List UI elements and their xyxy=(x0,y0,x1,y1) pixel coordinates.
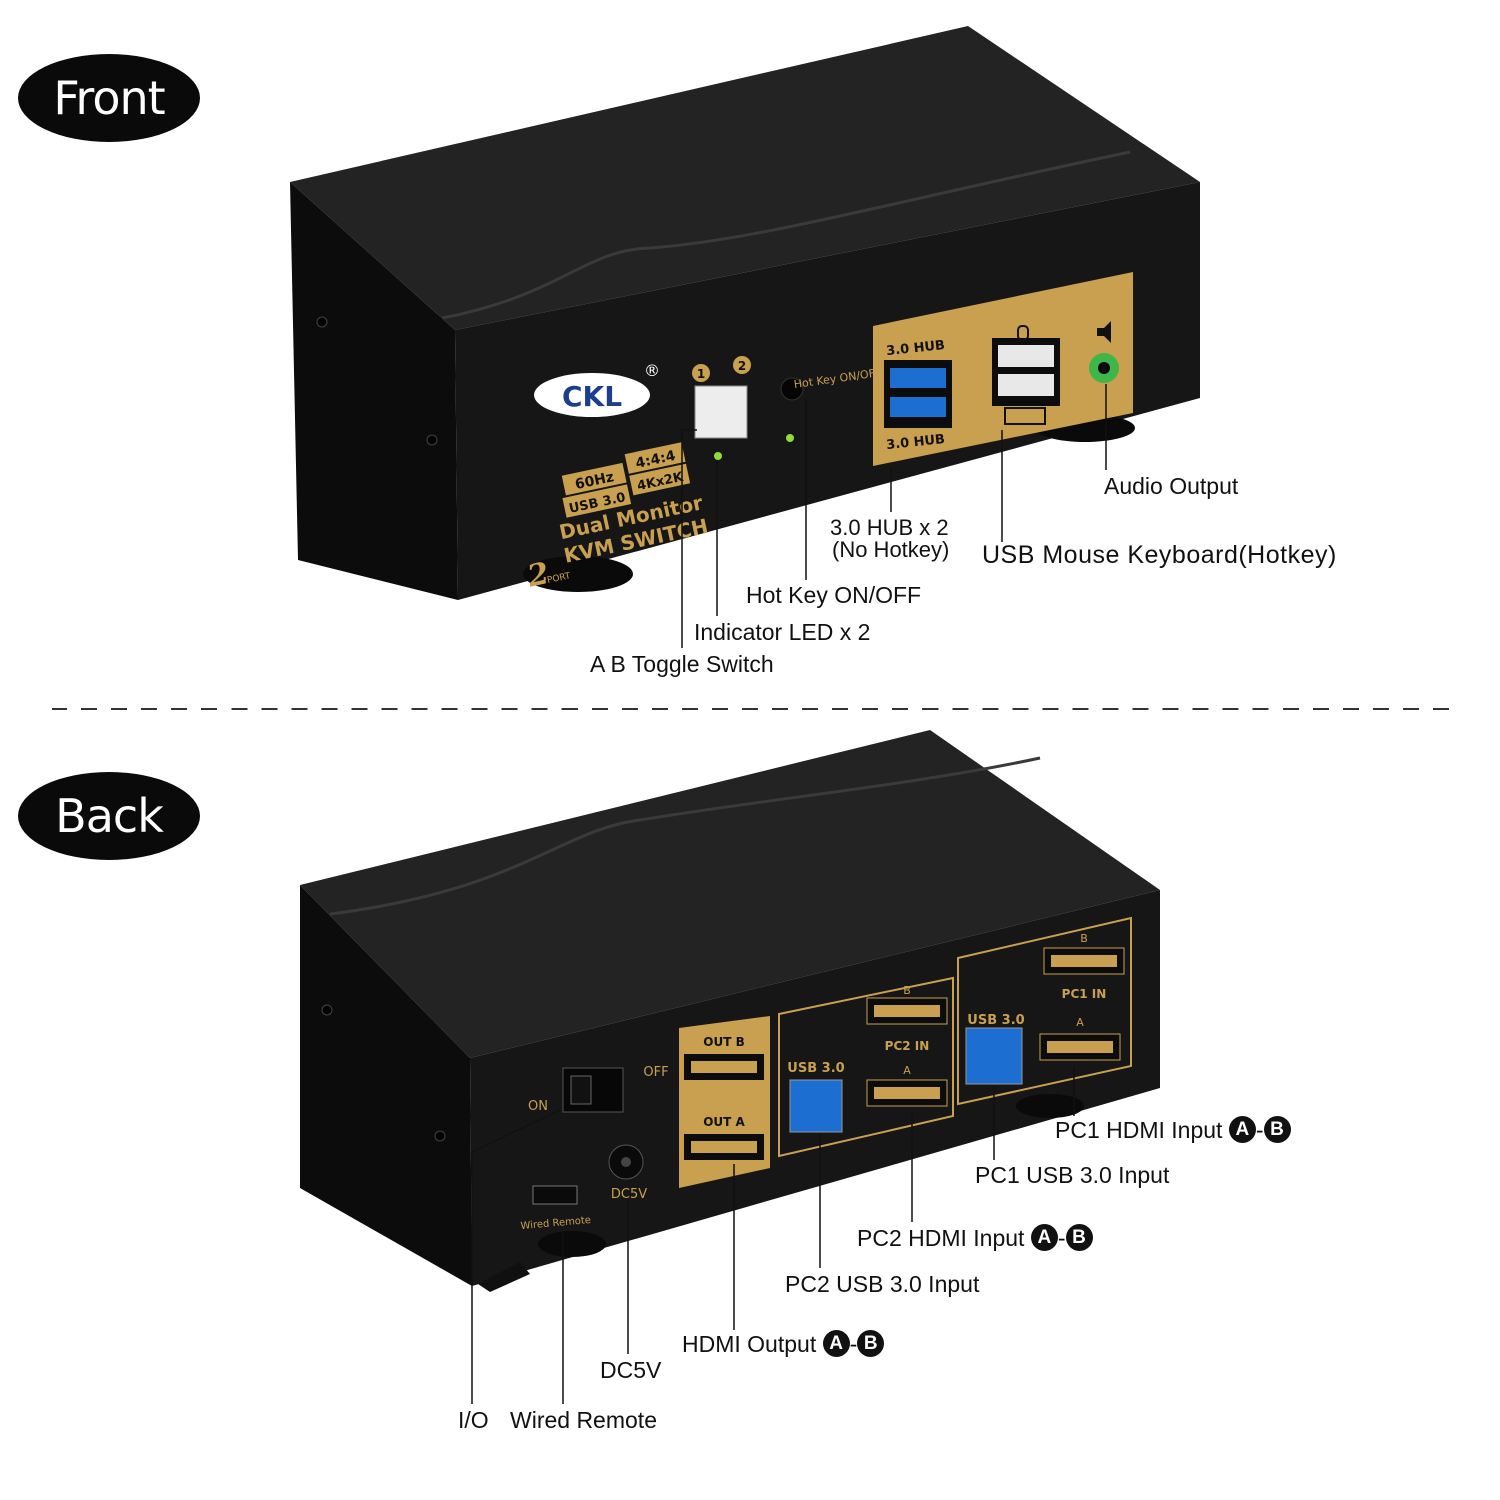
pc1-usb-b-port[interactable] xyxy=(965,1027,1023,1085)
indicator-led xyxy=(714,452,722,460)
keyboard-icon xyxy=(1004,407,1046,425)
pc1-panel xyxy=(957,916,1132,1106)
svg-text:A: A xyxy=(1076,1016,1084,1029)
svg-text:ON: ON xyxy=(528,1099,548,1114)
svg-text:3.0 HUB: 3.0 HUB xyxy=(886,338,946,359)
hub-label-line2: (No Hotkey) xyxy=(832,537,950,562)
port-a-badge: A xyxy=(822,1330,850,1358)
registered-mark: ® xyxy=(644,361,660,380)
usb3-hub-ports[interactable] xyxy=(884,360,952,428)
front-face xyxy=(455,182,1200,600)
usb-mouse-keyboard-ports[interactable] xyxy=(992,338,1060,406)
side-screw-icon xyxy=(426,434,438,446)
indicator-led-label: Indicator LED x 2 xyxy=(694,619,871,645)
side-screw-icon xyxy=(316,316,328,328)
back-section-label: Back xyxy=(18,772,200,860)
wired-remote-port[interactable] xyxy=(532,1185,578,1205)
front-section-label: Front xyxy=(18,54,200,142)
svg-text:OFF: OFF xyxy=(643,1065,668,1080)
toggle-switch-label: A B Toggle Switch xyxy=(590,651,774,677)
rubber-foot xyxy=(538,1231,606,1257)
side-screw-icon xyxy=(321,1004,333,1016)
rubber-foot xyxy=(523,556,633,592)
svg-text:OUT A: OUT A xyxy=(703,1115,745,1129)
hotkey-label: Hot Key ON/OFF xyxy=(746,582,922,608)
port-1-marker xyxy=(692,364,710,382)
svg-text:A: A xyxy=(903,1064,911,1077)
hotkey-button[interactable] xyxy=(780,377,804,401)
port-2-marker xyxy=(733,356,751,374)
port-b-badge: B xyxy=(1263,1116,1291,1144)
port-b-badge: B xyxy=(1065,1224,1093,1252)
back-device: ON OFF DC5V Wired Remote OUT B OUT A USB… xyxy=(300,730,1160,1404)
speaker-icon xyxy=(1097,321,1111,343)
bracket-foot xyxy=(478,1262,530,1292)
svg-text:1: 1 xyxy=(697,367,705,381)
back-top-panel xyxy=(300,730,1160,1058)
dc5v-label: DC5V xyxy=(600,1357,662,1383)
back-side-panel xyxy=(300,885,472,1286)
port-b-badge: B xyxy=(857,1330,885,1358)
svg-text:DC5V: DC5V xyxy=(611,1187,647,1202)
brand-logo xyxy=(534,373,650,417)
side-screw-icon xyxy=(434,1130,446,1142)
svg-text:USB 3.0: USB 3.0 xyxy=(967,1013,1024,1028)
pc2-panel xyxy=(778,976,954,1158)
pc2-usb-b-port[interactable] xyxy=(789,1079,843,1133)
front-device: CKL ® 60Hz 4:4:4 USB 3.0 4Kx2K Dual Moni… xyxy=(290,26,1200,648)
svg-text:2: 2 xyxy=(738,359,746,373)
svg-text:PORT: PORT xyxy=(546,571,572,586)
svg-text:B: B xyxy=(1080,932,1088,945)
pc1-hdmi-label: PC1 HDMI Input A-B xyxy=(1055,1116,1291,1144)
section-divider xyxy=(52,708,1450,710)
io-label: I/O xyxy=(458,1407,489,1433)
wired-remote-label: Wired Remote xyxy=(510,1407,657,1433)
svg-text:PC2 IN: PC2 IN xyxy=(885,1039,930,1053)
usb-mouse-keyboard-label: USB Mouse Keyboard(Hotkey) xyxy=(982,541,1337,569)
audio-output-label: Audio Output xyxy=(1104,473,1239,499)
svg-text:USB 3.0: USB 3.0 xyxy=(787,1061,844,1076)
port-a-badge: A xyxy=(1030,1224,1058,1252)
svg-text:PC1 IN: PC1 IN xyxy=(1062,987,1107,1001)
pc2-hdmi-label: PC2 HDMI Input A-B xyxy=(857,1224,1093,1252)
hdmi-output-label: HDMI Output A-B xyxy=(682,1330,885,1358)
pc1-usb-label: PC1 USB 3.0 Input xyxy=(975,1162,1170,1188)
svg-text:OUT B: OUT B xyxy=(703,1035,744,1049)
toggle-switch-button[interactable] xyxy=(694,385,748,439)
port-a-badge: A xyxy=(1228,1116,1256,1144)
svg-text:B: B xyxy=(903,984,911,997)
rubber-foot xyxy=(1016,1094,1084,1118)
hub-label-line1: 3.0 HUB x 2 xyxy=(830,515,949,540)
indicator-led xyxy=(786,434,794,442)
mouse-icon xyxy=(1017,325,1029,341)
front-side-panel xyxy=(290,182,458,600)
pc2-usb-label: PC2 USB 3.0 Input xyxy=(785,1271,980,1297)
svg-text:3.0 HUB: 3.0 HUB xyxy=(886,432,946,453)
front-top-groove xyxy=(419,150,1131,324)
brand-logo-text: CKL xyxy=(562,380,622,413)
front-top-panel xyxy=(290,26,1200,330)
back-top-groove xyxy=(329,756,1041,916)
